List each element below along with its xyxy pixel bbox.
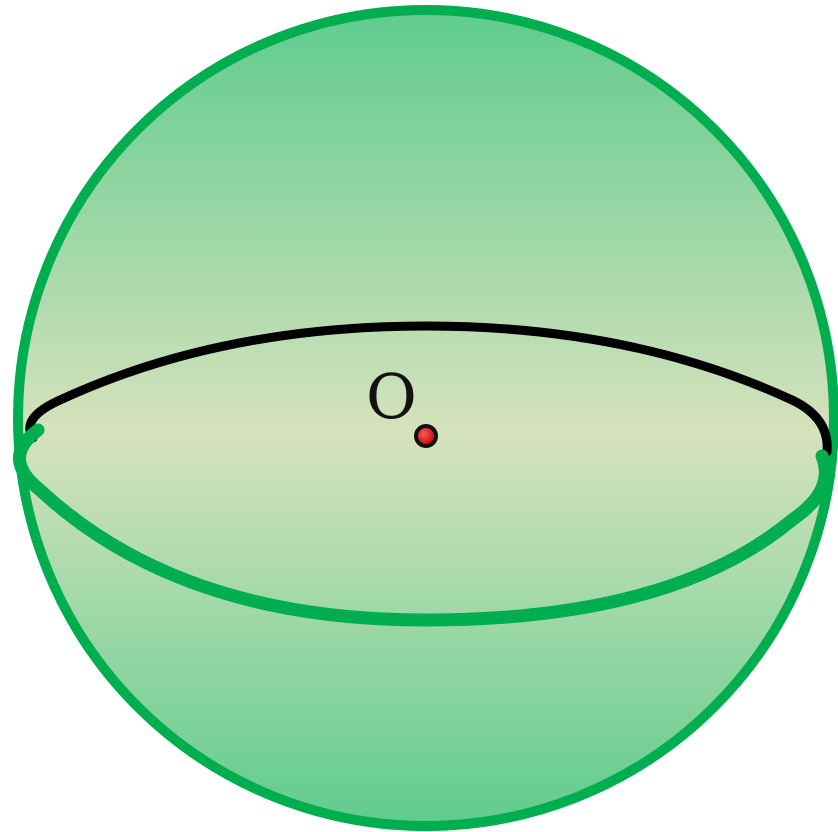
sphere-body: [18, 10, 834, 826]
center-label: O: [366, 360, 417, 433]
center-point: [416, 426, 436, 446]
